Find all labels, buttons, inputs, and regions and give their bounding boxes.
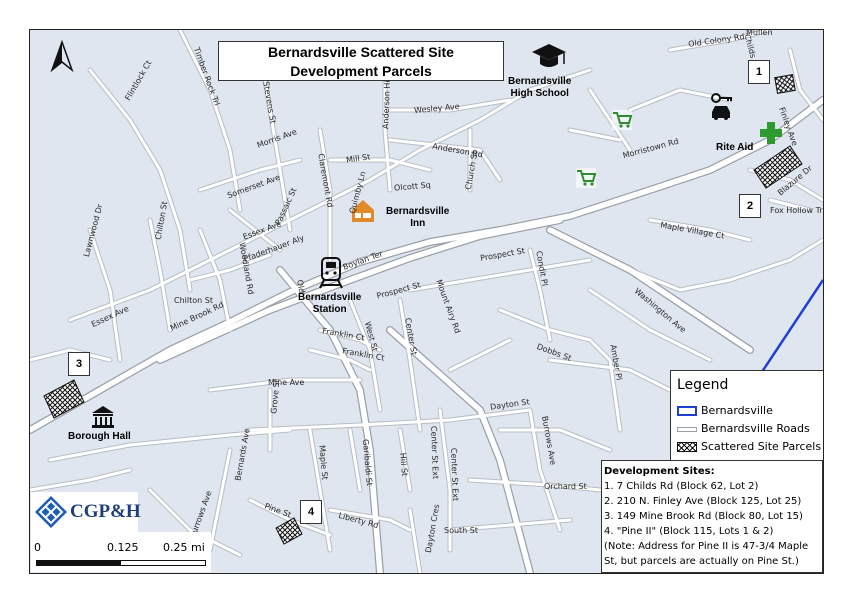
scattered-site-parcels <box>43 73 803 545</box>
grocery-cart-icon <box>576 168 597 188</box>
parcel-swatch <box>677 442 697 452</box>
site-item: 1. 7 Childs Rd (Block 62, Lot 2) <box>604 481 759 492</box>
street-label: Anderson Hill <box>381 75 393 130</box>
legend-item-label: Bernardsville <box>701 404 773 417</box>
borough-hall-label: Borough Hall <box>68 431 131 442</box>
parcel-4 <box>275 517 303 545</box>
parcel-3 <box>43 379 85 419</box>
street-label: Mine Ave <box>268 378 305 387</box>
street-label: South St <box>444 526 479 535</box>
lodging-icon <box>352 200 374 222</box>
north-arrow-icon <box>50 39 74 73</box>
site-note: (Note: Address for Pine II is 47-3/4 Map… <box>604 541 809 552</box>
graduation-cap-icon <box>532 44 566 67</box>
car-key-icon <box>711 93 732 120</box>
parcel-1 <box>774 73 796 95</box>
courthouse-icon <box>92 406 114 428</box>
street-label: Center St Ext <box>449 447 461 502</box>
street-label: Fox Hollow Trl <box>770 206 824 215</box>
street-label: Mullen <box>746 29 773 37</box>
rite-aid-label: Rite Aid <box>716 142 754 153</box>
map-frame: Old Colony Rd Childs Rd Mullen Flintlock… <box>29 29 824 574</box>
legend-title: Legend <box>677 377 729 393</box>
site-item: 3. 149 Mine Brook Rd (Block 80, Lot 15) <box>604 511 803 522</box>
pharmacy-cross-icon <box>760 122 782 144</box>
legend-item-parcels: Scattered Site Parcels <box>677 439 821 455</box>
legend-item-boundary: Bernardsville <box>677 403 773 419</box>
road-swatch <box>677 426 697 432</box>
site-note: St, but parcels are actually on Pine St.… <box>604 556 799 567</box>
cgph-logo-mark-icon <box>35 496 67 528</box>
legend-item-roads: Bernardsville Roads <box>677 421 810 437</box>
street-label: Orchard St <box>544 482 587 491</box>
road-fills <box>30 30 823 573</box>
site-item: 4. "Pine II" (Block 115, Lots 1 & 2) <box>604 526 774 537</box>
street-map <box>30 30 823 573</box>
street-label: Hill St <box>398 452 410 477</box>
legend: Legend Bernardsville Bernardsville Roads… <box>670 370 823 464</box>
scale-bar: 0 0.125 0.25 mi <box>31 532 211 572</box>
sites-header: Development Sites: <box>604 466 715 477</box>
boundary-swatch <box>677 406 697 416</box>
parcel-number-1: 1 <box>748 60 770 84</box>
development-sites-box: Development Sites: 1. 7 Childs Rd (Block… <box>601 460 823 573</box>
site-item: 2. 210 N. Finley Ave (Block 125, Lot 25) <box>604 496 802 507</box>
scale-label-0: 0 <box>34 541 41 554</box>
map-title: Bernardsville Scattered Site Development… <box>218 41 504 81</box>
cgph-logo: CGP&H <box>31 492 141 532</box>
legend-item-label: Bernardsville Roads <box>701 422 810 435</box>
title-line-2: Development Parcels <box>290 63 432 79</box>
cgph-logo-text: CGP&H <box>70 501 141 522</box>
scale-label-mid: 0.125 <box>107 541 139 554</box>
grocery-cart-icon <box>612 110 633 130</box>
high-school-label: Bernardsville High School <box>508 76 572 99</box>
street-label: Chilton St <box>174 296 213 305</box>
scale-label-end: 0.25 mi <box>163 541 205 554</box>
train-icon <box>319 257 343 289</box>
inn-label: Bernardsville Inn <box>386 206 450 229</box>
street-label: Center St Ext <box>429 425 441 480</box>
title-line-1: Bernardsville Scattered Site <box>268 44 454 60</box>
legend-item-label: Scattered Site Parcels <box>701 440 822 453</box>
parcel-number-3: 3 <box>68 352 90 376</box>
parcel-number-4: 4 <box>300 500 322 524</box>
station-label: Bernardsville Station <box>298 292 362 315</box>
parcel-number-2: 2 <box>739 194 761 218</box>
scale-bar-graphic <box>36 560 206 566</box>
parcel-2 <box>753 145 803 189</box>
